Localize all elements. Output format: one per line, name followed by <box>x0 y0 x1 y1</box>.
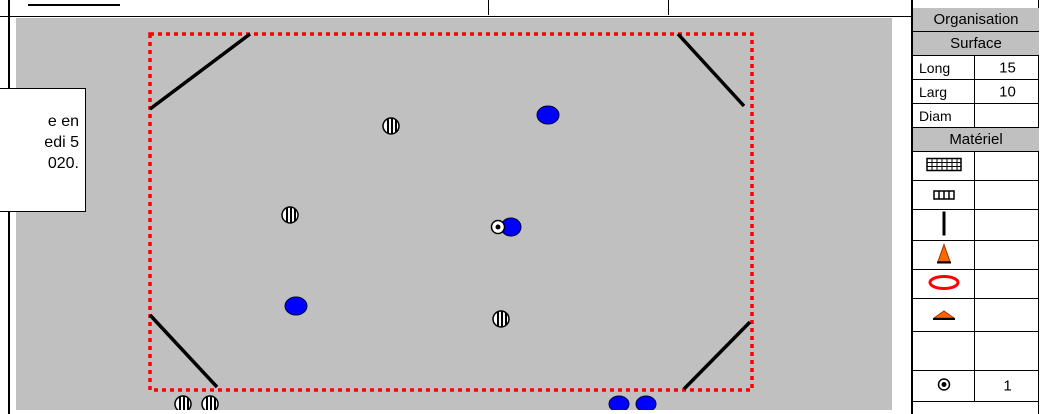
surface-header: Surface <box>913 32 1039 56</box>
blue-player-reserve <box>608 395 630 410</box>
materiel-row <box>913 210 1039 241</box>
materiel-row <box>913 332 1039 371</box>
materiel-row <box>913 299 1039 332</box>
organisation-panel: Organisation Surface Long 15 Larg 10 Dia… <box>911 0 1039 414</box>
grid-goal-icon <box>925 157 962 172</box>
corner-line-bottom-left <box>148 313 219 389</box>
striped-player-reserve <box>201 395 219 410</box>
surface-label: Larg <box>919 83 948 100</box>
blue-player <box>284 296 308 316</box>
materiel-row <box>913 270 1039 299</box>
field-drawing <box>148 32 754 410</box>
surface-label: Long <box>919 59 951 76</box>
striped-player <box>492 310 510 328</box>
pole-icon <box>942 211 945 236</box>
materiel-count[interactable]: 1 <box>1003 377 1012 395</box>
playing-field <box>16 18 892 410</box>
top-tab-underline <box>28 0 120 6</box>
corner-line-bottom-right <box>682 320 752 391</box>
materiel-row: 1 <box>913 371 1039 402</box>
surface-label: Diam <box>919 107 952 124</box>
surface-value[interactable]: 15 <box>999 59 1016 76</box>
cone-icon <box>936 242 951 264</box>
blue-player-reserve <box>635 395 657 410</box>
surface-value[interactable]: 10 <box>999 83 1016 100</box>
blue-player <box>536 105 560 125</box>
comment-line: edi 5 <box>44 134 79 151</box>
comment-line: e en <box>47 113 79 130</box>
top-separator <box>488 0 489 15</box>
ball-icon <box>937 378 950 391</box>
materiel-row <box>913 152 1039 181</box>
corner-line-top-left <box>148 32 252 111</box>
surface-row-diam: Diam <box>913 104 1039 128</box>
corner-line-top-right <box>676 32 746 108</box>
materiel-header: Matériel <box>913 128 1039 152</box>
striped-player-reserve <box>174 395 192 410</box>
materiel-row <box>913 241 1039 270</box>
top-bar <box>0 0 912 17</box>
striped-player <box>281 206 299 224</box>
ring-icon <box>928 275 959 290</box>
materiel-row <box>913 181 1039 210</box>
top-separator <box>668 0 669 15</box>
striped-player <box>382 117 400 135</box>
ball-icon <box>490 219 506 235</box>
flat-cone-icon <box>931 310 956 320</box>
surface-row-larg: Larg 10 <box>913 80 1039 104</box>
field-boundary <box>148 32 754 392</box>
comment-box: e en edi 5 020. <box>0 88 86 212</box>
small-goal-icon <box>932 190 955 200</box>
organisation-header: Organisation <box>913 8 1039 32</box>
surface-row-long: Long 15 <box>913 56 1039 80</box>
comment-line: 020. <box>47 155 79 172</box>
